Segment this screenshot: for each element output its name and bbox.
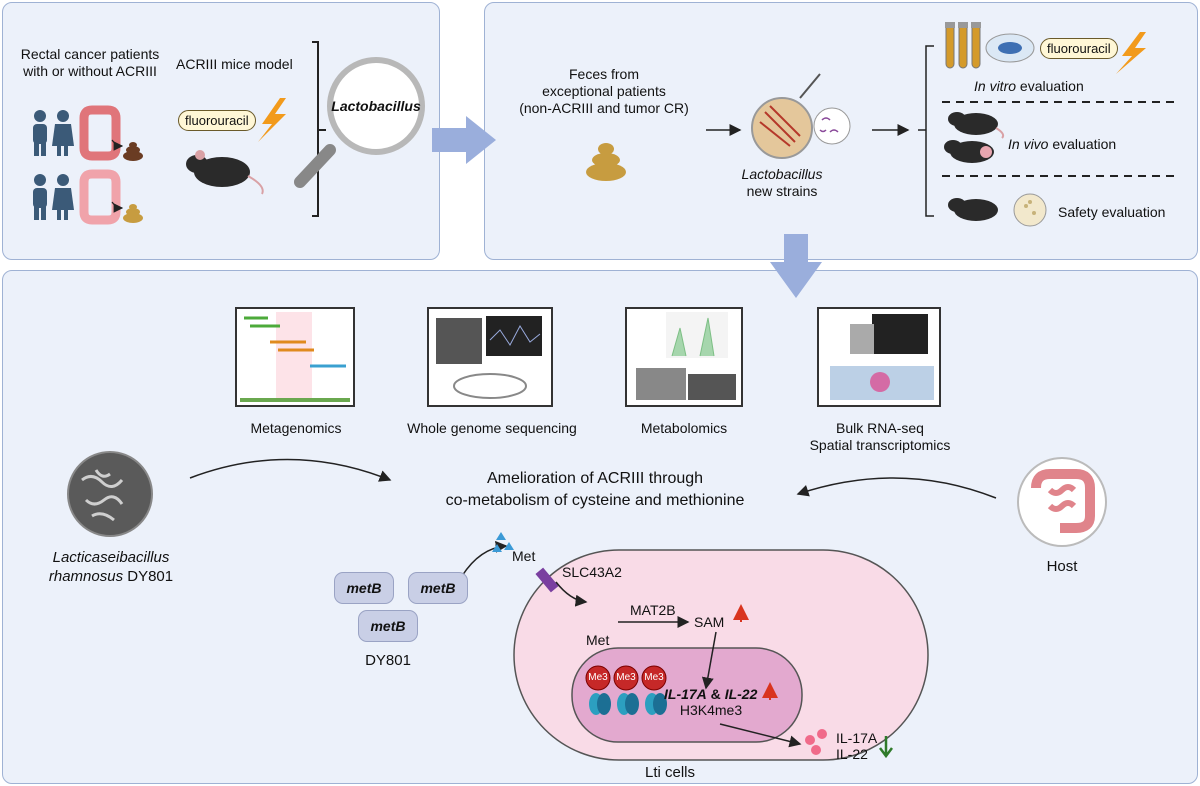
- center-title: Amelioration of ACRIII through co-metabo…: [445, 470, 745, 509]
- rnaseq-icon: [817, 307, 941, 407]
- patients-icon-2: [33, 174, 74, 220]
- host-label: Host: [1046, 558, 1078, 575]
- met-molecules-icon: [492, 532, 514, 552]
- mouse-icon-invivo: [944, 140, 994, 163]
- fluorouracil-pill-2: fluorouracil: [1040, 38, 1118, 59]
- genes-label: IL-17A & IL-22: [664, 686, 757, 703]
- metb-pill-1: metB: [334, 572, 394, 604]
- invivo-rest: evaluation: [1048, 136, 1117, 152]
- gene-il22: IL-22: [724, 686, 758, 702]
- plate-icon-safety: [1013, 193, 1047, 227]
- gene-il17a: IL-17A: [664, 686, 707, 702]
- magnifier-icon: [294, 57, 425, 188]
- bacteria-zoom-icon: [813, 107, 851, 145]
- big-arrow-right: [432, 116, 496, 164]
- arrow-bacterium-to-title: [189, 458, 392, 482]
- lti-cells-label: Lti cells: [644, 764, 696, 781]
- method-label-rnaseq: Bulk RNA-seq Spatial transcriptomics: [809, 420, 951, 453]
- method-label-metagenomics: Metagenomics: [250, 420, 342, 436]
- lightning-icon-1: [258, 98, 286, 142]
- intestine-icon-2: [79, 169, 121, 225]
- test-tubes-icon: [945, 22, 981, 69]
- bracket-2: [918, 45, 934, 217]
- slc43a2-label: SLC43A2: [562, 564, 622, 580]
- mouse-icon-invitro: [948, 112, 1005, 139]
- sam-label: SAM: [694, 614, 725, 630]
- patients-label: Rectal cancer patients with or without A…: [20, 46, 160, 79]
- invivo-label: In vivo evaluation: [1008, 136, 1116, 153]
- mouse-icon: [186, 150, 264, 195]
- mice-model-label: ACRIII mice model: [176, 56, 293, 72]
- dy801-label: DY801: [365, 652, 411, 669]
- feces-label: Feces from exceptional patients (non-ACR…: [519, 66, 689, 116]
- stool-icon-light: [123, 204, 143, 223]
- slc43a2-transporter: [535, 567, 559, 593]
- invitro-rest: evaluation: [1016, 78, 1084, 94]
- met-inside-label: Met: [586, 632, 610, 648]
- lightning-icon-2: [1116, 32, 1146, 74]
- invitro-label: In vitro evaluation: [974, 78, 1084, 95]
- wgs-icon: [427, 307, 553, 407]
- method-label-metabolomics: Metabolomics: [640, 420, 728, 436]
- big-arrow-down: [770, 234, 822, 298]
- method-label-wgs: Whole genome sequencing: [407, 420, 577, 436]
- strains-italic-label: Lactobacillus: [741, 166, 823, 182]
- fluorouracil-pill: fluorouracil: [178, 110, 256, 131]
- panel-mechanism: [2, 270, 1198, 784]
- culture-plate-icon: [985, 33, 1035, 63]
- cytokine-dots-icon: [805, 729, 827, 755]
- me3-label-2: Me3: [616, 672, 636, 683]
- down-arrow-cytokines: [879, 736, 893, 759]
- metb-pill-3: metB: [358, 610, 418, 642]
- cytokine-il17a-label: IL-17A: [836, 730, 878, 746]
- me3-label-3: Me3: [644, 672, 664, 683]
- mat2b-label: MAT2B: [630, 602, 676, 618]
- me3-label-1: Me3: [588, 672, 608, 683]
- bacterium-sem-icon: [67, 451, 153, 537]
- mouse-icon-safety: [948, 198, 998, 221]
- invivo-italic: In vivo: [1008, 136, 1049, 152]
- h3k4me3-label: H3K4me3: [679, 702, 743, 718]
- bracket: [312, 41, 326, 217]
- strains-label: new strains: [746, 183, 818, 199]
- lactobacillus-lens-label: Lactobacillus: [331, 98, 421, 114]
- host-intestine-icon: [1017, 457, 1107, 547]
- arrow-dy801-to-met: [461, 540, 508, 577]
- petri-dish-icon: [751, 73, 821, 159]
- stool-icon-dark: [123, 142, 143, 161]
- arrow-host-to-title: [796, 477, 997, 499]
- patients-icon-1: [33, 110, 74, 156]
- cytokine-il22-label: IL-22: [836, 746, 868, 762]
- bacterium-label: Lacticaseibacillus rhamnosus DY801: [30, 548, 192, 586]
- metagenomics-icon: [235, 307, 355, 407]
- invitro-italic: In vitro: [974, 78, 1017, 94]
- metb-pill-2: metB: [408, 572, 468, 604]
- bacterium-label-italic: Lacticaseibacillus rhamnosus: [48, 549, 170, 585]
- genes-amp: &: [706, 686, 725, 702]
- safety-label: Safety evaluation: [1058, 204, 1166, 220]
- nucleosome-icons: [585, 665, 667, 715]
- metabolomics-icon: [625, 307, 743, 407]
- met-outside-label: Met: [512, 548, 536, 564]
- intestine-icon-1: [79, 105, 121, 161]
- stool-icon-large: [586, 143, 626, 181]
- bacterium-label-rest: DY801: [123, 568, 174, 585]
